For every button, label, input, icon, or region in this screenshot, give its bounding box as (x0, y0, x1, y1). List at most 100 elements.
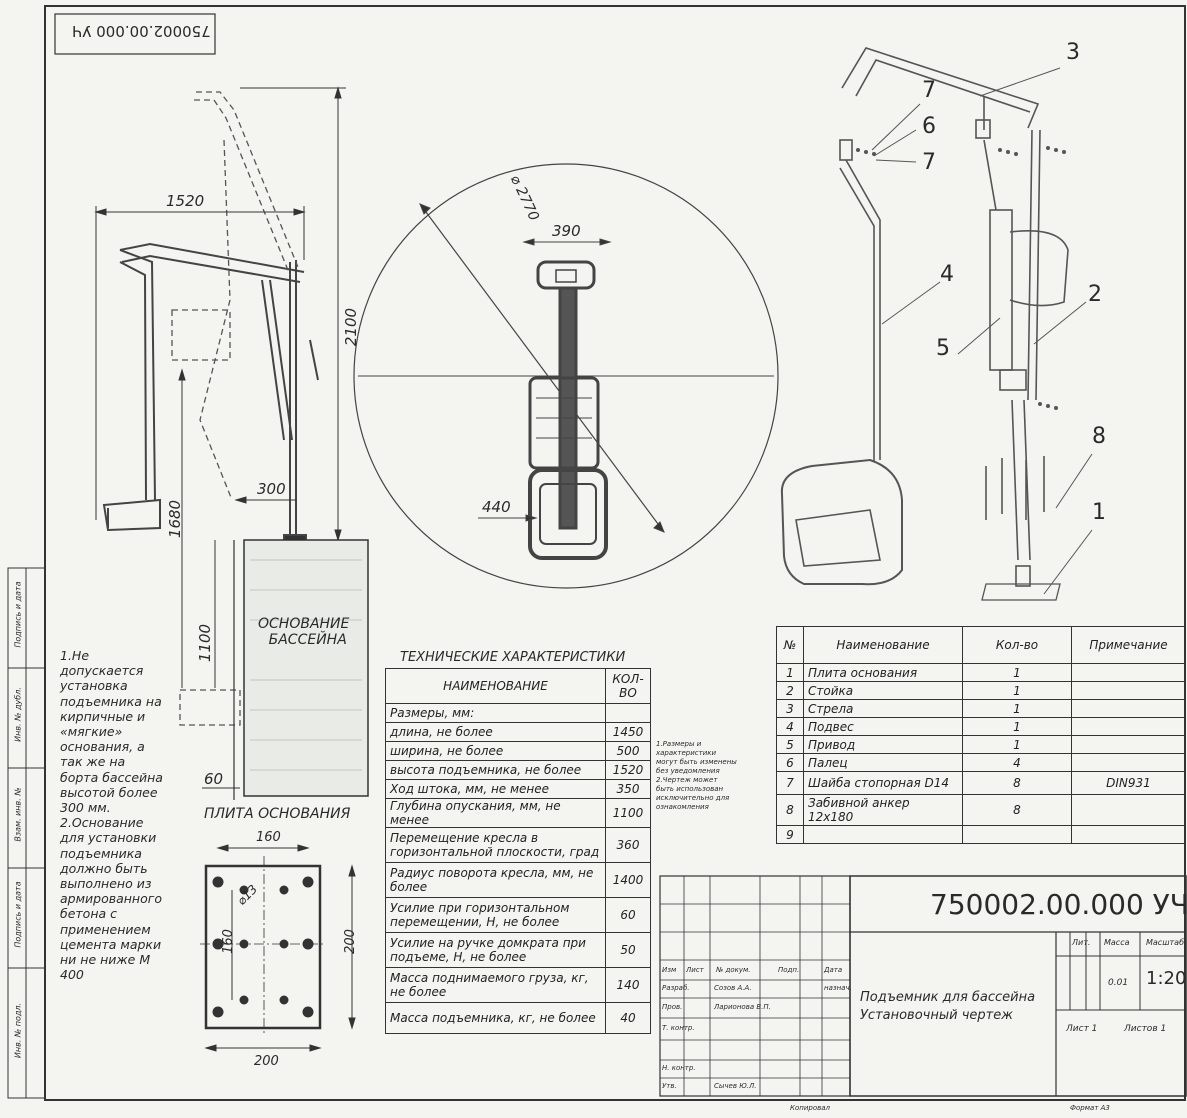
small-note-line: характеристики (656, 749, 717, 757)
dim-1680: 1680 (166, 499, 185, 539)
massa-value: 0.01 (1108, 978, 1129, 988)
table-row: Усилие на ручке домкрата при подъеме, Н,… (385, 932, 651, 968)
tb-utv-name: Сычев Ю.Л. (714, 1082, 757, 1090)
top-view (353, 163, 779, 589)
table-row: Перемещение кресла в горизонтальной плос… (385, 827, 651, 863)
sheet-frame (44, 5, 1186, 1101)
side-stamp-sign-date-1: Подпись и дата (13, 581, 23, 648)
plate-dim-200-bottom: 200 (254, 1054, 279, 1069)
scale-value: 1:20 (1146, 968, 1187, 989)
small-note-line: могут быть изменены (656, 758, 737, 766)
plate-dim-160-top: 160 (256, 830, 281, 845)
small-note-line: быть использован (656, 785, 724, 793)
note-line: 1.Не (60, 648, 90, 663)
dim-1520: 1520 (166, 192, 205, 210)
tb-tkontr: Т. контр. (662, 1024, 695, 1032)
tb-izm: Изм (662, 966, 677, 974)
small-note-line: 2.Чертеж может (656, 776, 718, 784)
side-view-lift (102, 242, 319, 544)
part-name: Палец (803, 753, 963, 772)
small-note-line: 1.Размеры и (656, 740, 702, 748)
dim-440: 440 (482, 498, 511, 516)
pool-base-label-line2: БАССЕЙНА (268, 632, 347, 648)
part-qty (962, 825, 1072, 844)
small-note-line: ознакомления (656, 803, 709, 811)
specs-col-qty: КОЛ-ВО (605, 668, 651, 704)
specs-table: НАИМЕНОВАНИЕ КОЛ-ВО Размеры, мм: длина, … (385, 668, 651, 1034)
part-num: 3 (776, 699, 804, 718)
part-num: 4 (776, 717, 804, 736)
spec-name: Ход штока, мм, не менее (385, 779, 606, 799)
note-line: кирпичные и (60, 708, 146, 724)
spec-name: Усилие на ручке домкрата при подъеме, Н,… (385, 932, 606, 968)
part-name: Подвес (803, 717, 963, 736)
table-row: Усилие при горизонтальном перемещении, Н… (385, 897, 651, 933)
callout-2: 2 (1088, 282, 1102, 307)
tb-doc: № докум. (716, 966, 751, 974)
tb-prov: Пров. (662, 1003, 683, 1011)
lit-label: Лит. (1072, 938, 1091, 947)
tb-nazn: назнач. (824, 984, 852, 992)
part-note (1071, 753, 1186, 772)
specs-title: ТЕХНИЧЕСКИЕ ХАРАКТЕРИСТИКИ (400, 650, 626, 665)
part-num: 7 (776, 771, 804, 795)
tb-sign: Подп. (778, 966, 800, 974)
note-line: борта бассейна (60, 769, 163, 785)
specs-col-name: НАИМЕНОВАНИЕ (385, 668, 606, 704)
part-name (803, 825, 963, 844)
plate-title: ПЛИТА ОСНОВАНИЯ (204, 806, 351, 822)
part-name: Плита основания (803, 663, 963, 682)
part-note: DIN931 (1071, 771, 1186, 795)
part-num: 6 (776, 753, 804, 772)
side-view-dimensions (94, 86, 346, 789)
part-num: 9 (776, 825, 804, 844)
part-name: Забивной анкер 12х180 (803, 794, 963, 826)
part-qty: 1 (962, 717, 1072, 736)
spec-value: 40 (605, 1002, 651, 1034)
sheets-count: Листов 1 (1124, 1024, 1167, 1034)
spec-name: Радиус поворота кресла, мм, не более (385, 862, 606, 898)
exploded-small-parts (856, 146, 1066, 410)
scale-label: Масштаб (1146, 938, 1185, 947)
part-note (1071, 717, 1186, 736)
title-block (849, 875, 1187, 1097)
part-name: Стойка (803, 681, 963, 700)
spec-value: 360 (605, 827, 651, 863)
note-line: подъемника (60, 845, 142, 861)
note-line: армированного (60, 891, 162, 907)
part-qty: 1 (962, 699, 1072, 718)
stamp-box (54, 13, 216, 55)
pool-base-label: ОСНОВАНИЕ БАССЕЙНА (258, 616, 349, 648)
title-line2: Установочный чертеж (860, 1008, 1013, 1023)
spec-value: 350 (605, 779, 651, 799)
notes: 1.Не допускается установка подъемника на… (60, 648, 163, 982)
side-stamp-inv-dubl: Инв. № дубл. (13, 687, 23, 742)
callout-5: 5 (936, 336, 950, 361)
part-num: 8 (776, 794, 804, 826)
parts-header: № Наименование Кол-во Примечание (776, 626, 1186, 664)
spec-name: высота подъемника, не более (385, 760, 606, 780)
dim-300: 300 (257, 480, 286, 498)
part-note (1071, 663, 1186, 682)
small-notes: 1.Размеры и характеристики могут быть из… (656, 740, 737, 812)
side-stamp-sign-date-2: Подпись и дата (13, 881, 23, 948)
spec-value: 500 (605, 741, 651, 761)
spec-name: Масса подъемника, кг, не более (385, 1002, 606, 1034)
spec-value: 1100 (605, 798, 651, 828)
part-qty: 8 (962, 794, 1072, 826)
table-row: Размеры, мм: (385, 703, 651, 723)
note-line: высотой более (60, 784, 158, 800)
small-note-line: без уведомления (656, 767, 720, 775)
